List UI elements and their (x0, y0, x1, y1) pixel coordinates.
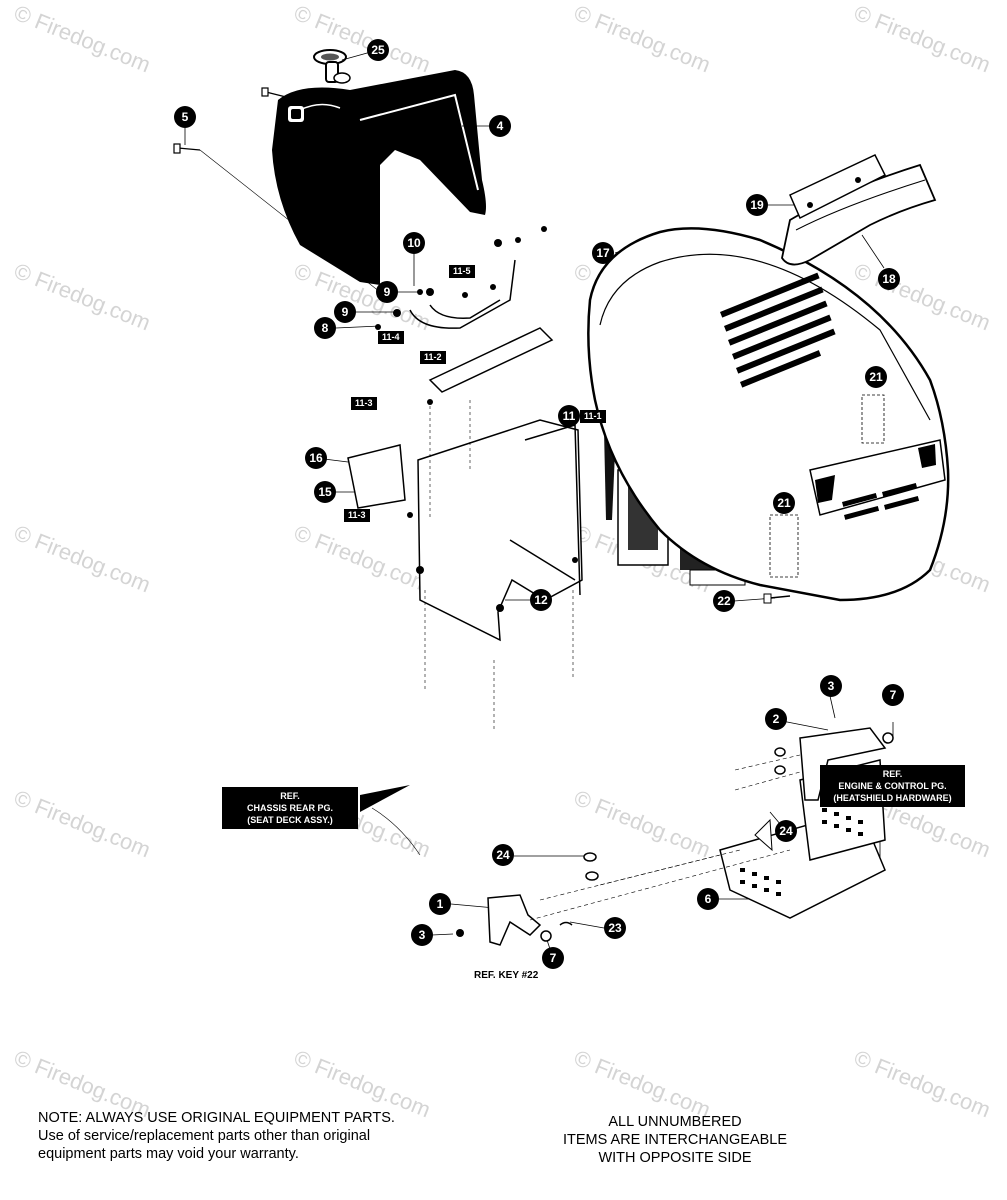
callout-2[interactable]: 2 (765, 708, 787, 730)
interchangeable-note: ALL UNNUMBERED ITEMS ARE INTERCHANGEABLE… (520, 1113, 830, 1167)
ref-page: CHASSIS REAR PG. (246, 803, 333, 813)
hood (587, 227, 950, 604)
ref-label: REF. (882, 769, 903, 779)
callout-12[interactable]: 12 (530, 589, 552, 611)
callout-18[interactable]: 18 (878, 268, 900, 290)
callout-16[interactable]: 16 (305, 447, 327, 469)
callout-11[interactable]: 11 (558, 405, 580, 427)
headlight-bracket (789, 154, 887, 220)
callout-23[interactable]: 23 (604, 917, 626, 939)
tag-11-3[interactable]: 11-3 (344, 509, 370, 522)
callout-7[interactable]: 7 (882, 684, 904, 706)
ref-chassis-rear: REF. CHASSIS REAR PG. (SEAT DECK ASSY.) (222, 787, 358, 829)
note-line: Use of service/replacement parts other t… (38, 1128, 371, 1144)
ref-page: ENGINE & CONTROL PG. (838, 781, 947, 791)
callout-24[interactable]: 24 (775, 820, 797, 842)
ref-assembly: (SEAT DECK ASSY.) (247, 815, 333, 825)
callout-21[interactable]: 21 (865, 366, 887, 388)
callout-8[interactable]: 8 (314, 317, 336, 339)
callout-22[interactable]: 22 (713, 590, 735, 612)
callout-4[interactable]: 4 (489, 115, 511, 137)
assembly-lines (424, 400, 574, 730)
callout-19[interactable]: 19 (746, 194, 768, 216)
callout-6[interactable]: 6 (697, 888, 719, 910)
callout-3[interactable]: 3 (411, 924, 433, 946)
small-hardware (375, 226, 578, 612)
steering-support (347, 259, 583, 642)
ref-engine-control: REF. ENGINE & CONTROL PG. (HEATSHIELD HA… (820, 765, 965, 807)
assembly-lines (529, 754, 801, 921)
tank-screws (173, 87, 381, 293)
ref-label: REF. (280, 791, 300, 801)
warranty-note: NOTE: ALWAYS USE ORIGINAL EQUIPMENT PART… (38, 1109, 478, 1163)
callout-5[interactable]: 5 (174, 106, 196, 128)
tag-11-5[interactable]: 11-5 (449, 265, 475, 278)
gas-cap (313, 49, 351, 84)
callout-9[interactable]: 9 (376, 281, 398, 303)
ref-key-22: REF. KEY #22 (474, 970, 539, 981)
tag-11-3[interactable]: 11-3 (351, 397, 377, 410)
note-line: ALL UNNUMBERED (608, 1114, 742, 1130)
callout-3[interactable]: 3 (820, 675, 842, 697)
callout-15[interactable]: 15 (314, 481, 336, 503)
callout-17[interactable]: 17 (592, 242, 614, 264)
callout-24[interactable]: 24 (492, 844, 514, 866)
lower-bracket (456, 852, 599, 946)
tag-11-2[interactable]: 11-2 (420, 351, 446, 364)
note-line: NOTE: ALWAYS USE ORIGINAL EQUIPMENT PART… (38, 1110, 395, 1126)
ref-pointer (360, 785, 410, 812)
callout-21[interactable]: 21 (773, 492, 795, 514)
note-line: WITH OPPOSITE SIDE (598, 1150, 752, 1166)
note-line: equipment parts may void your warranty. (38, 1146, 299, 1162)
tag-11-4[interactable]: 11-4 (378, 331, 404, 344)
tag-11-1[interactable]: 11-1 (580, 410, 606, 423)
note-line: ITEMS ARE INTERCHANGEABLE (563, 1132, 787, 1148)
callout-10[interactable]: 10 (403, 232, 425, 254)
ref-assembly: (HEATSHIELD HARDWARE) (833, 793, 952, 803)
callout-7[interactable]: 7 (542, 947, 564, 969)
callout-1[interactable]: 1 (429, 893, 451, 915)
dash-housing (272, 70, 486, 285)
callout-25[interactable]: 25 (367, 39, 389, 61)
callout-9[interactable]: 9 (334, 301, 356, 323)
